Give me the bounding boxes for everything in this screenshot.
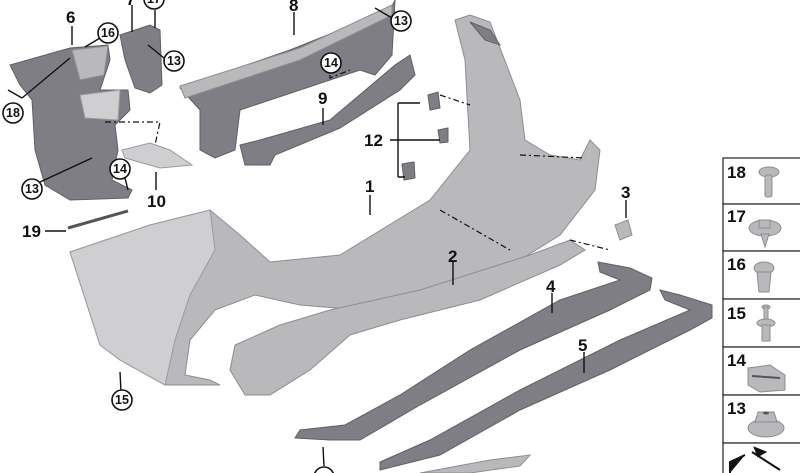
fastener-legend: 18 17 16 15 [722, 157, 800, 473]
part-5-diffuser[interactable] [379, 289, 713, 471]
svg-text:17: 17 [147, 0, 161, 6]
label-part-19: 19 [22, 222, 41, 241]
callout-17: 17 [143, 0, 165, 10]
part-10-insert[interactable] [121, 142, 194, 169]
part-1-bumper-trim-panel[interactable] [69, 14, 601, 386]
svg-text:13: 13 [167, 54, 181, 68]
svg-text:14: 14 [324, 56, 338, 70]
label-part-5: 5 [578, 336, 587, 355]
callout-13: 13 [163, 50, 185, 72]
arrow-icon [729, 446, 781, 473]
legend-item-13[interactable]: 13 [722, 394, 800, 444]
part-19-strip[interactable] [67, 209, 129, 230]
part-12-clip[interactable] [437, 127, 449, 144]
label-part-6: 6 [66, 8, 75, 27]
part-8-carrier[interactable] [179, 0, 396, 159]
part-bottom-trim[interactable] [419, 454, 532, 473]
callout-14: 14 [320, 52, 342, 74]
label-part-7: 7 [126, 0, 135, 9]
part-7-bracket[interactable] [119, 24, 163, 94]
label-part-1: 1 [365, 177, 374, 196]
label-part-4: 4 [546, 277, 556, 296]
callout-16: 16 [97, 22, 119, 44]
label-part-8: 8 [289, 0, 298, 15]
svg-text:16: 16 [101, 26, 115, 40]
callout-13: 13 [390, 10, 412, 32]
clip-nut-icon [747, 364, 786, 393]
callout-13: 13 [21, 178, 43, 200]
svg-text:13: 13 [25, 182, 39, 196]
expansion-rivet-icon [753, 261, 775, 293]
legend-arrow-box [722, 442, 800, 473]
part-2-trim-lower[interactable] [229, 239, 586, 396]
legend-item-15[interactable]: 15 [722, 298, 800, 348]
label-part-10: 10 [147, 192, 166, 211]
callout-14: 14 [109, 158, 131, 180]
callout-15: 15 [111, 389, 133, 411]
part-9-carrier[interactable] [239, 54, 416, 166]
washer-screw-icon [748, 219, 782, 249]
label-part-12: 12 [364, 131, 383, 150]
callout-18: 18 [2, 102, 24, 124]
svg-text:13: 13 [727, 399, 746, 418]
label-part-9: 9 [318, 89, 327, 108]
svg-text:15: 15 [727, 304, 746, 323]
label-part-3: 3 [621, 183, 630, 202]
svg-text:16: 16 [727, 255, 746, 274]
part-3-cover[interactable] [614, 219, 633, 241]
part-4-diffuser[interactable] [294, 261, 653, 441]
legend-item-18[interactable]: 18 [722, 157, 800, 205]
screw-icon [758, 166, 780, 198]
callout-partial [313, 466, 335, 473]
label-part-2: 2 [448, 247, 457, 266]
svg-text:15: 15 [115, 393, 129, 407]
legend-item-16[interactable]: 16 [722, 250, 800, 300]
svg-text:18: 18 [6, 106, 20, 120]
legend-item-17[interactable]: 17 [722, 203, 800, 252]
part-12-clip[interactable] [401, 161, 416, 181]
leader-lines [7, 5, 627, 467]
svg-text:13: 13 [394, 14, 408, 28]
svg-text:17: 17 [727, 207, 746, 226]
part-12-clip[interactable] [427, 91, 441, 111]
legend-item-14[interactable]: 14 [722, 346, 800, 396]
part-6-bracket[interactable] [9, 44, 133, 201]
svg-text:14: 14 [113, 162, 127, 176]
flange-nut-icon [747, 411, 785, 438]
svg-text:18: 18 [727, 163, 746, 182]
push-rivet-icon [756, 304, 776, 342]
svg-text:14: 14 [727, 351, 746, 370]
